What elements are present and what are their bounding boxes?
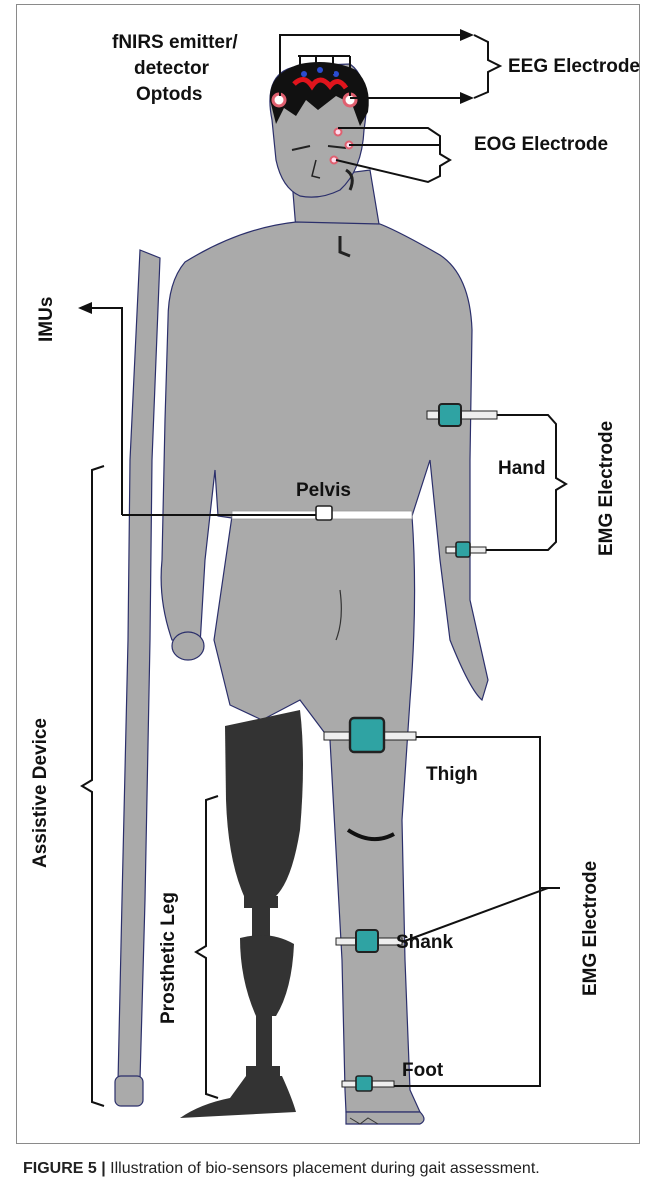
- imus-leader: [88, 308, 122, 515]
- prosthetic-foot: [180, 1076, 296, 1118]
- foot-label: Foot: [402, 1060, 444, 1081]
- fnirs-label-line3: Optods: [136, 84, 203, 105]
- thigh-label: Thigh: [426, 764, 478, 785]
- pelvis-label: Pelvis: [296, 480, 351, 501]
- prosthetic-knee-joint: [244, 896, 278, 908]
- caption-text: Illustration of bio-sensors placement du…: [106, 1160, 540, 1177]
- imus-label: IMUs: [36, 297, 57, 342]
- hand-emg-sensor-lower: [456, 542, 470, 557]
- crutch: [118, 250, 160, 1082]
- figure-number: FIGURE 5 |: [23, 1160, 106, 1177]
- left-hand: [172, 632, 204, 660]
- emg-electrode-label-upper: EMG Electrode: [596, 421, 617, 556]
- emg-electrode-label-lower: EMG Electrode: [580, 861, 601, 996]
- thigh-emg-sensor: [350, 718, 384, 752]
- crutch-tip: [115, 1076, 143, 1106]
- eog-electrode-1: [335, 129, 342, 136]
- prosthetic-leg: [180, 710, 303, 1118]
- eog-label: EOG Electrode: [474, 134, 608, 155]
- bio-sensor-diagram: fNIRS emitter/ detector Optods EEG Elect…: [0, 0, 655, 1150]
- prosthetic-shin: [240, 935, 294, 1016]
- foot-emg-sensor: [356, 1076, 372, 1091]
- shank-emg-sensor: [356, 930, 378, 952]
- hand-emg-brace: [486, 415, 566, 550]
- prosthetic-leg-label: Prosthetic Leg: [158, 892, 179, 1024]
- leg-emg-bracket: [394, 737, 540, 1086]
- prosthetic-pylon: [256, 1016, 272, 1072]
- eeg-label: EEG Electrode: [508, 56, 640, 77]
- eeg-brace: [474, 35, 500, 98]
- prosthetic-socket: [225, 710, 303, 896]
- assistive-device-label: Assistive Device: [30, 718, 51, 868]
- pelvis-imu-sensor: [316, 506, 332, 520]
- assistive-device-brace: [82, 466, 104, 1106]
- figure-caption: FIGURE 5 | Illustration of bio-sensors p…: [23, 1160, 643, 1178]
- fnirs-label-line2: detector: [134, 58, 210, 79]
- shank-label: Shank: [396, 932, 453, 953]
- fnirs-label-line1: fNIRS emitter/: [112, 32, 238, 53]
- hand-emg-sensor-upper: [439, 404, 461, 426]
- prosthetic-leg-brace: [196, 796, 218, 1098]
- hand-label: Hand: [498, 458, 546, 479]
